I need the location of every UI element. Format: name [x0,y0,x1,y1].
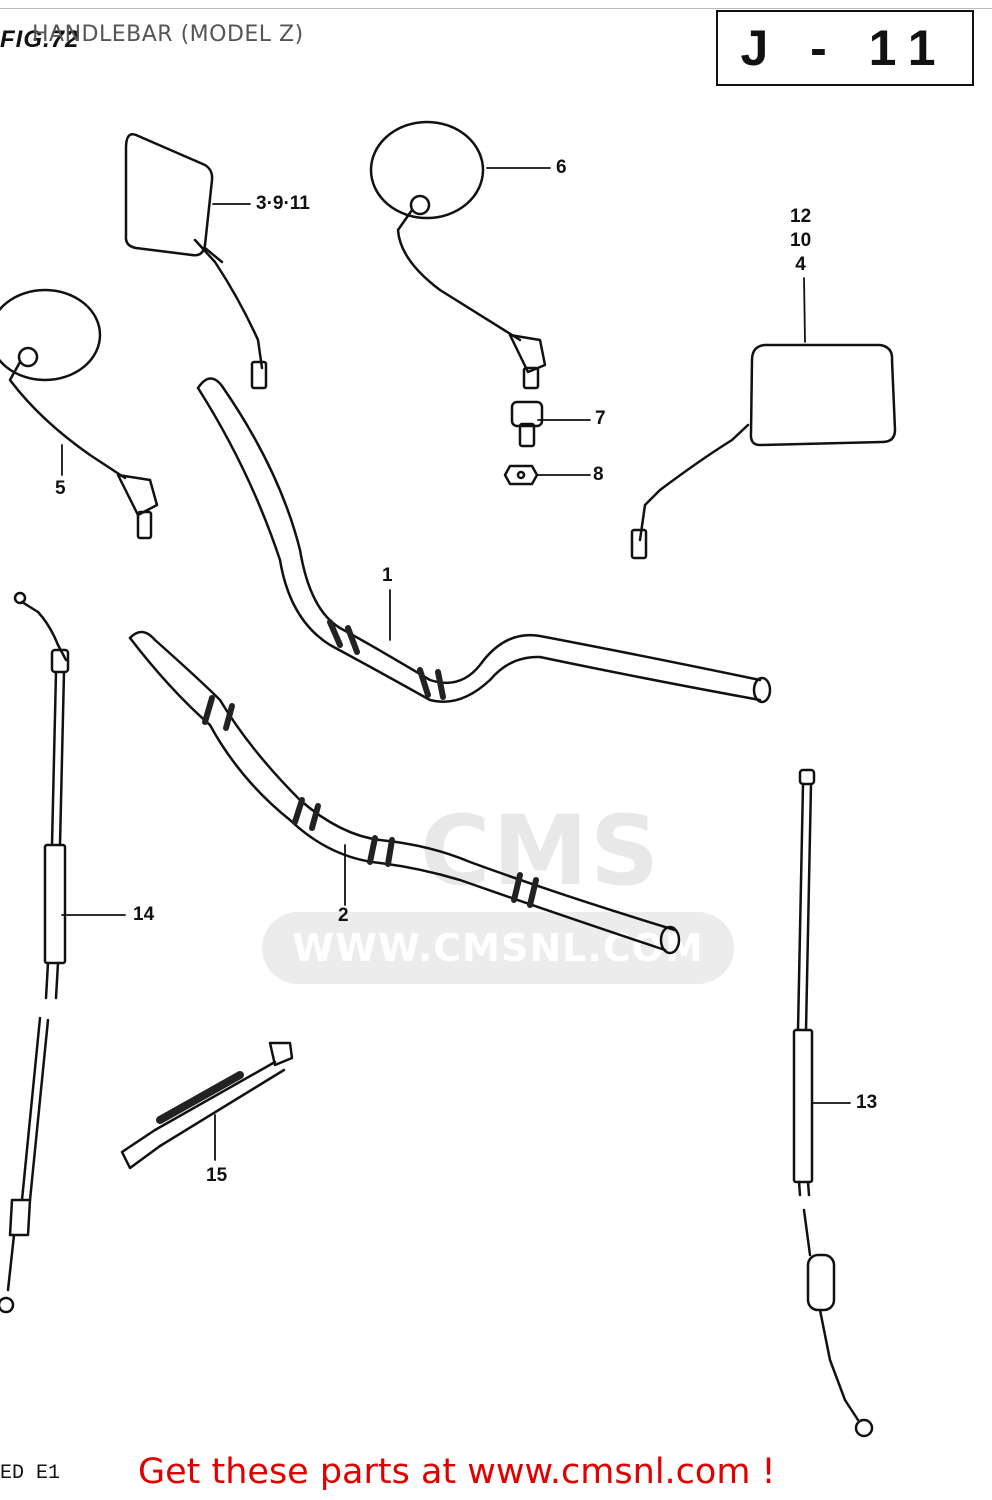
rect-mirror-right[interactable] [630,343,897,560]
get-parts-link[interactable]: Get these parts at www.cmsnl.com ! [138,1452,776,1492]
cable-left[interactable] [0,591,70,1314]
callout-8: 8 [593,464,604,485]
top-rule [0,8,992,9]
handlebar-lower[interactable] [128,630,681,955]
figure-number: FIG.72 [0,26,80,53]
round-mirror-left[interactable] [0,288,159,540]
rect-mirror-left[interactable] [124,133,268,390]
cable-right[interactable] [792,768,874,1438]
page-title: HANDLEBAR (MODEL Z) [32,22,304,47]
callout-4: 4 [795,254,806,275]
callout-5: 5 [55,478,66,499]
callout-6: 6 [556,157,567,178]
model-code: ED E1 [0,1462,61,1485]
callout-12-10-4: 12 10 4 [790,205,811,277]
mirror-bolt[interactable] [510,400,544,448]
round-mirror-top[interactable] [369,120,547,390]
callout-7: 7 [595,408,606,429]
watermark-logo: CMS [420,795,662,907]
watermark-url: WWW.CMSNL.COM [292,926,704,970]
callout-13: 13 [856,1092,878,1113]
callout-3-9-11: 3·9·11 [256,193,310,214]
callout-1: 1 [382,565,393,586]
reference-code: J - 11 [740,20,950,76]
callout-14: 14 [133,904,155,925]
cable-band[interactable] [120,1041,294,1170]
reference-box: J - 11 [716,10,974,86]
callout-12: 12 [790,206,812,227]
callout-10: 10 [790,230,812,251]
callout-2: 2 [338,905,349,926]
leader-lines [61,167,851,1161]
mirror-nut[interactable] [503,464,539,486]
handlebar-upper[interactable] [196,377,772,704]
callout-15: 15 [206,1165,228,1186]
